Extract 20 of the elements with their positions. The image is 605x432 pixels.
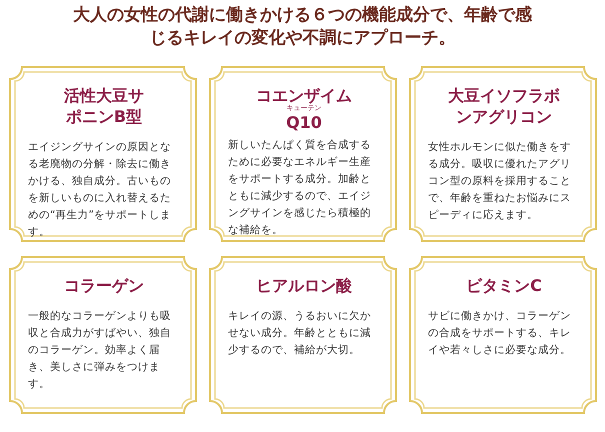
ingredient-card <box>208 255 398 415</box>
ingredient-card <box>208 65 398 243</box>
description: サビに働きかけ、コラーゲンの合成をサポートする、キレイや若々しさに必要な成分。 <box>428 309 572 358</box>
heading: 大人の女性の代謝に働きかける６つの機能成分で、年齢で感じるキレイの変化や不調にアプローチ。 <box>72 4 533 50</box>
ingredient-name: 活性大豆サポニンB型 <box>63 85 145 127</box>
ingredient-card <box>408 255 598 415</box>
ingredient-card <box>8 255 198 415</box>
ingredient-name: ビタミンC <box>465 275 543 296</box>
ingredient-name: コラーゲン <box>63 275 145 296</box>
ingredient-name: Q10 <box>285 112 323 133</box>
ingredient-name: 大豆イソフラボンアグリコン <box>447 85 561 127</box>
ingredient-card <box>8 65 198 243</box>
description: 女性ホルモンに似た働きをする成分。吸収に優れたアグリコン型の原料を採用することで、年齢を重ねたお悩みにスピーディに応えます。 <box>428 140 572 223</box>
description: 新しいたんぱく質を合成するために必要なエネルギー生産をサポートする成分。加齢とともに減少するので、エイジングサインを感じたら積極的な補給を。 <box>228 138 372 238</box>
ingredient-name: コエンザイム <box>255 85 353 105</box>
ingredient-card <box>408 65 598 243</box>
ingredient-name: ヒアルロン酸 <box>255 275 353 296</box>
description: キレイの源、うるおいに欠かせない成分。年齢とともに減少するので、補給が大切。 <box>228 309 372 358</box>
description: 一般的なコラーゲンよりも吸収と合成力がすばやい、独自のコラーゲン。効率よく届き、美しさに弾みをつけます。 <box>28 309 172 392</box>
description: エイジングサインの原因となる老廃物の分解・除去に働きかける、独自成分。古いものを新しいものに入れ替えるための“再生力”をサポートします。 <box>28 140 172 240</box>
